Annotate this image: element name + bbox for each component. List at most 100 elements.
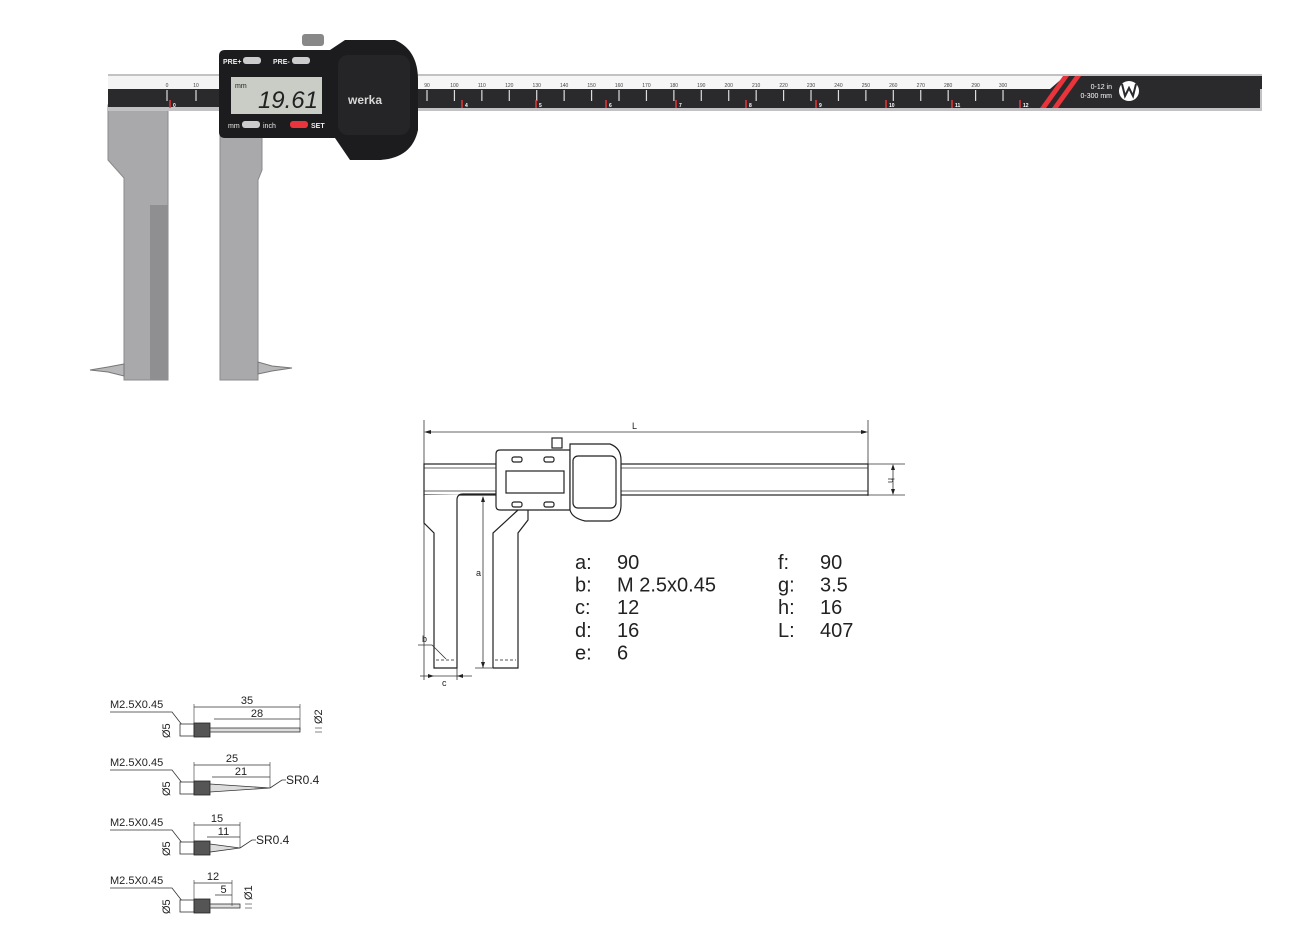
spec-value: 6 [617, 642, 628, 664]
mm-tick-label: 280 [944, 83, 953, 89]
display-head-outline [495, 449, 571, 511]
mm-tick-label: 230 [807, 83, 816, 89]
jaw-shade [150, 205, 168, 380]
tip-thread-label: M2.5X0.45 [110, 817, 163, 829]
beam-outline [423, 463, 869, 496]
range-inch: 0-12 in [1091, 84, 1113, 91]
spec-value: 16 [820, 597, 842, 619]
tip-length: 28 [251, 708, 263, 720]
mm-tick-label: 170 [642, 83, 651, 89]
spec-key: e: [575, 642, 592, 664]
mm-tick-label: 10 [193, 83, 199, 89]
pre-minus-label: PRE- [273, 59, 290, 66]
dim-h-label: h [886, 478, 896, 483]
spec-key: L: [778, 620, 795, 642]
technical-drawing: L h a c b a:90b:M 2.5x0.45c:12d:16e:6f:9… [418, 420, 905, 688]
mm-tick-label: 290 [971, 83, 980, 89]
spec-value: 12 [617, 597, 639, 619]
range-mm: 0-300 mm [1080, 93, 1112, 100]
brand-name: werka [347, 93, 382, 107]
werka-logo [1119, 81, 1139, 101]
mm-tick-label: 90 [424, 83, 430, 89]
display-unit: mm [235, 83, 247, 90]
inch-label: inch [263, 123, 276, 130]
mm-tick-label: 200 [725, 83, 734, 89]
inch-tick-label: 5 [539, 103, 542, 109]
inch-tick-label: 11 [955, 103, 961, 109]
tip-total-length: 12 [207, 871, 219, 883]
inch-tick-label: 12 [1023, 103, 1029, 109]
knurl [193, 840, 211, 856]
dim-c-label: c [442, 678, 447, 688]
mm-tick-label: 180 [670, 83, 679, 89]
right-jaw-outline [492, 509, 529, 669]
tip-length: 5 [220, 884, 226, 896]
inch-tick-label: 10 [889, 103, 895, 109]
spec-key: f: [778, 552, 789, 574]
spec-value: 3.5 [820, 575, 848, 597]
mm-tick-label: 100 [450, 83, 459, 89]
thumb-wheel[interactable] [302, 34, 324, 46]
pre-plus-label: PRE+ [223, 59, 241, 66]
spec-key: a: [575, 552, 592, 574]
spec-value: 90 [820, 552, 842, 574]
tip-thread-label: M2.5X0.45 [110, 875, 163, 887]
mm-tick-label: 120 [505, 83, 514, 89]
mm-tick-label: 300 [999, 83, 1008, 89]
tip-end-label: SR0.4 [256, 833, 290, 847]
inch-tick-label: 7 [679, 103, 682, 109]
mm-tick-label: 250 [862, 83, 871, 89]
tip-end-label: Ø2 [313, 709, 325, 724]
right-jaw [219, 129, 263, 381]
spec-table: a:90b:M 2.5x0.45c:12d:16e:6f:90g:3.5h:16… [575, 552, 853, 664]
tip-diameter-label: Ø5 [161, 841, 173, 856]
left-jaw-outline [423, 493, 496, 669]
mm-tick-label: 110 [478, 83, 486, 89]
display-reading: 19.61 [258, 87, 318, 114]
inch-tick-label: 6 [609, 103, 612, 109]
spec-key: d: [575, 620, 592, 642]
spec-value: M 2.5x0.45 [617, 575, 716, 597]
set-button[interactable] [290, 121, 308, 128]
tip-total-length: 15 [211, 813, 223, 825]
mm-tick-label: 270 [917, 83, 926, 89]
red-stripe [1040, 76, 1069, 108]
display-outline [505, 470, 565, 494]
inch-tick-label: 0 [173, 103, 176, 109]
inch-tick-label: 4 [465, 103, 468, 109]
tip-thread-label: M2.5X0.45 [110, 699, 163, 711]
spec-value: 90 [617, 552, 639, 574]
inch-tick-label: 9 [819, 103, 822, 109]
tip-thread-label: M2.5X0.45 [110, 757, 163, 769]
thumb-wheel-outline [551, 437, 563, 449]
knurl [193, 898, 211, 914]
pre-plus-button[interactable] [243, 57, 261, 64]
mm-tick-label: 140 [560, 83, 569, 89]
spec-value: 407 [820, 620, 853, 642]
spec-key: b: [575, 575, 592, 597]
dim-a-label: a [476, 568, 481, 578]
tip-diameter-label: Ø5 [161, 899, 173, 914]
tip-diameter-label: Ø5 [161, 781, 173, 796]
mm-tick-label: 150 [587, 83, 596, 89]
mm-tick-label: 160 [615, 83, 624, 89]
tip-length: 11 [218, 826, 229, 838]
set-label: SET [311, 123, 325, 130]
mm-label: mm [228, 123, 240, 130]
mm-tick-label: 190 [697, 83, 706, 89]
pre-minus-button[interactable] [292, 57, 310, 64]
mm-inch-button[interactable] [242, 121, 260, 128]
dim-b-label: b [422, 634, 427, 644]
lcd-screen [231, 77, 322, 114]
mm-tick-label: 220 [779, 83, 788, 89]
mm-tick-label: 210 [752, 83, 761, 89]
red-stripe [1052, 76, 1081, 108]
mm-tick-label: 240 [834, 83, 843, 89]
